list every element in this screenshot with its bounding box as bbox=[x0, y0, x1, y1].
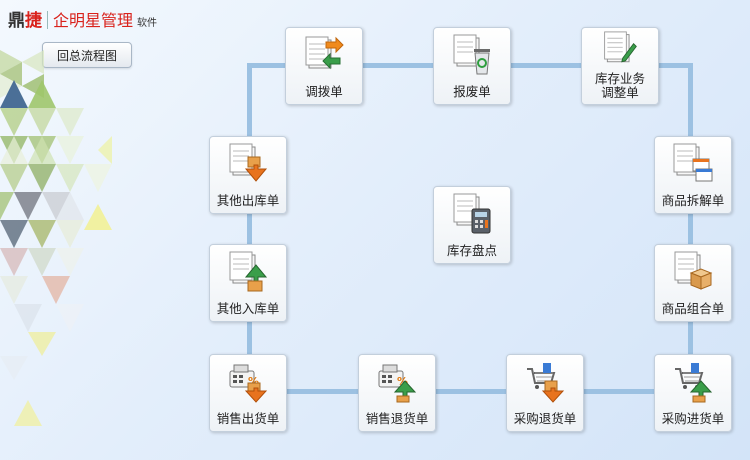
node-label: 库存盘点 bbox=[446, 243, 497, 258]
node-product-assemble-order[interactable]: 商品组合单 bbox=[654, 244, 732, 322]
node-sales-return-order[interactable]: % 销售退货单 bbox=[358, 354, 436, 432]
node-label-line: 库存业务 bbox=[594, 71, 645, 86]
svg-text:%: % bbox=[248, 375, 259, 388]
brand-product: 企明星管理 bbox=[53, 11, 134, 30]
node-sales-delivery-order[interactable]: % 销售出货单 bbox=[209, 354, 287, 432]
outbound-box-icon bbox=[229, 143, 268, 182]
recycle-bin-icon bbox=[453, 34, 490, 75]
node-label: 采购进货单 bbox=[661, 411, 725, 426]
back-to-overview-button[interactable]: 回总流程图 bbox=[42, 42, 132, 68]
node-purchase-return-order[interactable]: 采购退货单 bbox=[506, 354, 584, 432]
brand-logo: 鼎捷 企明星管理 软件 bbox=[8, 7, 157, 31]
brand-char-2: 捷 bbox=[25, 11, 42, 31]
node-transfer-order[interactable]: 调拨单 bbox=[285, 27, 363, 105]
calculator-icon bbox=[453, 193, 491, 234]
edit-document-icon bbox=[604, 31, 637, 63]
node-label: 其他入库单 bbox=[216, 301, 280, 316]
node-label: 其他出库单 bbox=[216, 193, 280, 208]
node-other-inbound-order[interactable]: 其他入库单 bbox=[209, 244, 287, 322]
node-other-outbound-order[interactable]: 其他出库单 bbox=[209, 136, 287, 214]
node-label: 调拨单 bbox=[305, 84, 343, 99]
flow-line bbox=[247, 389, 692, 394]
node-label: 销售退货单 bbox=[365, 411, 429, 426]
flow-line bbox=[247, 63, 252, 393]
package-icon bbox=[674, 251, 713, 290]
brand-separator bbox=[47, 11, 48, 29]
flow-line bbox=[688, 63, 693, 393]
transfer-icon bbox=[305, 36, 344, 70]
node-label: 报废单 bbox=[453, 84, 491, 99]
brand-char-1: 鼎 bbox=[8, 11, 25, 31]
split-sheets-icon bbox=[673, 143, 713, 182]
brand-suffix: 软件 bbox=[137, 18, 158, 29]
node-label: 库存业务 调整单 bbox=[582, 72, 658, 100]
register-return-icon: % bbox=[378, 364, 417, 403]
inbound-box-icon bbox=[229, 251, 268, 292]
node-product-disassemble-order[interactable]: 商品拆解单 bbox=[654, 136, 732, 214]
node-stocktake[interactable]: 库存盘点 bbox=[433, 186, 511, 264]
cart-return-icon bbox=[527, 363, 565, 403]
node-label: 商品组合单 bbox=[661, 301, 725, 316]
triangle-pattern-decoration bbox=[0, 50, 112, 426]
node-scrap-order[interactable]: 报废单 bbox=[433, 27, 511, 105]
node-label: 商品拆解单 bbox=[661, 193, 725, 208]
node-inventory-adjust-order[interactable]: 库存业务 调整单 bbox=[581, 27, 659, 105]
node-label-line: 调整单 bbox=[601, 85, 639, 100]
cart-inbound-icon bbox=[675, 363, 713, 403]
node-label: 销售出货单 bbox=[216, 411, 280, 426]
node-purchase-receipt-order[interactable]: 采购进货单 bbox=[654, 354, 732, 432]
svg-text:%: % bbox=[397, 375, 408, 388]
register-out-icon: % bbox=[229, 364, 268, 403]
node-label: 采购退货单 bbox=[513, 411, 577, 426]
